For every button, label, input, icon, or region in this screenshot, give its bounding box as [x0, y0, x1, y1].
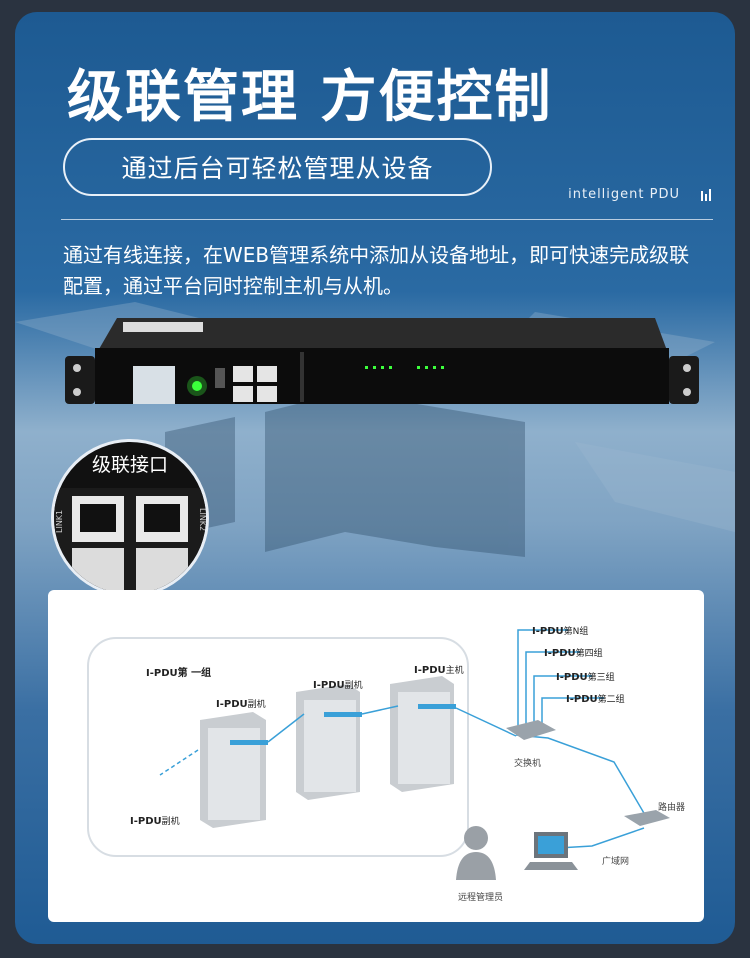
brand-text: intelligent PDU [568, 187, 680, 202]
computer-icon [524, 832, 578, 870]
group-label: I-PDU第 一组 [146, 668, 212, 679]
promo-card: 级联管理 方便控制 通过后台可轻松管理从设备 intelligent PDU 通… [15, 12, 735, 944]
router-label: 路由器 [658, 803, 686, 813]
diagram-graphics [87, 629, 670, 880]
cascade-port-callout: 级联接口 LINK1 LINK2 [51, 439, 209, 597]
slave1-label: I-PDU副机 [216, 699, 266, 710]
divider [61, 219, 713, 220]
switch-label: 交换机 [514, 759, 542, 769]
group-2-label: I-PDU第二组 [566, 694, 625, 705]
group-3-label: I-PDU第三组 [556, 672, 615, 683]
group-4-label: I-PDU第四组 [544, 648, 603, 659]
wan-label: 广域网 [602, 857, 630, 867]
port-label-link1: LINK1 [55, 510, 64, 533]
switch-shape [506, 720, 556, 740]
pdu-device-image [65, 318, 699, 404]
slave-far-label: I-PDU副机 [130, 816, 180, 827]
bars-icon [701, 189, 711, 201]
master-label: I-PDU主机 [414, 665, 464, 676]
page-title: 级联管理 方便控制 [67, 65, 553, 130]
admin-label: 远程管理员 [458, 893, 504, 903]
callout-label: 级联接口 [91, 454, 168, 476]
cascade-diagram: I-PDU第 一组 I-PDU副机 I-PDU副机 I-PDU主机 I-PDU副… [48, 590, 704, 922]
rack-master [390, 676, 456, 792]
group-n-label: I-PDU第N组 [532, 626, 589, 637]
router-shape [624, 810, 670, 826]
rack-slave1 [200, 712, 268, 828]
rack-slave2 [296, 684, 362, 800]
description: 通过有线连接，在WEB管理系统中添加从设备地址，即可快速完成级联配置，通过平台同… [63, 243, 690, 298]
port-label-link2: LINK2 [198, 508, 206, 531]
admin-person-icon [456, 826, 496, 880]
subtitle-pill: 通过后台可轻松管理从设备 [63, 138, 492, 196]
slave2-label: I-PDU副机 [313, 680, 363, 691]
rj45-ports-icon: LINK1 LINK2 [54, 488, 206, 594]
